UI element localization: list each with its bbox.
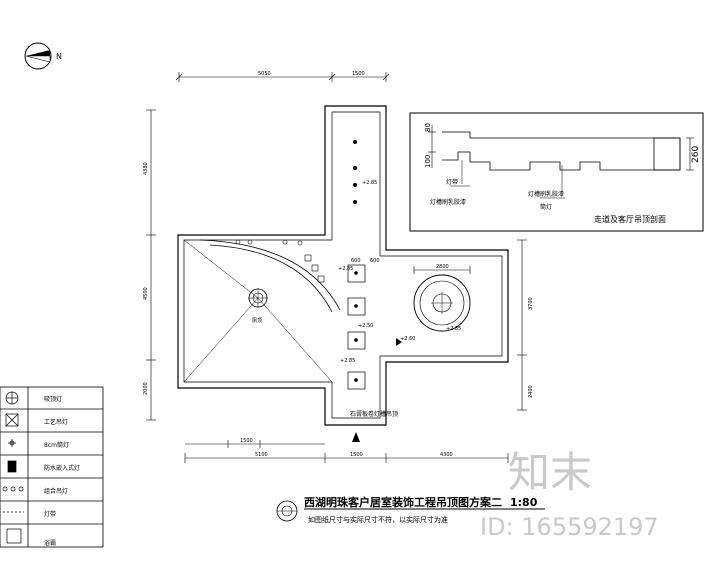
right-dimension-line (517, 239, 527, 411)
drawing-scale: 1:80 (510, 496, 538, 509)
section-profile (442, 131, 681, 171)
dim-right-upper: 3700 (528, 297, 534, 310)
drawing-title: 西湖明珠客户居室装饰工程吊顶图方案二 (304, 495, 502, 509)
top-dimension-line (175, 72, 390, 82)
downlight-icon (8, 439, 16, 447)
dim-left-bot: 2000 (143, 382, 149, 395)
level-6: +2.85 (446, 326, 461, 332)
bottom-dimension-line (184, 440, 509, 463)
level-4: +2.50 (358, 323, 373, 329)
section-dim-260: 260 (691, 146, 701, 163)
ceiling-light-icon (5, 391, 19, 405)
pendant-light-icon (5, 413, 19, 427)
legend-item-7: 浴霸 (44, 539, 56, 547)
section-label-trough-2: 灯槽刷乳胶漆 (528, 190, 564, 198)
legend-symbols (2, 391, 24, 544)
combo-light-icon (2, 486, 24, 492)
title-logo-icon (276, 500, 298, 522)
circle-width-dim (413, 266, 471, 274)
level-2: +2.85 (338, 266, 353, 272)
north-arrow-icon (24, 42, 52, 70)
dim-bottom-3: 4300 (440, 452, 453, 458)
curved-lamps (304, 254, 325, 283)
legend-item-1: 吸顶灯 (44, 395, 62, 403)
drawing-note: 如图纸尺寸与实际尺寸不符，以实际尺寸为准 (308, 515, 448, 524)
section-label-strip: 灯带 (446, 178, 458, 186)
dim-circle-w: 2800 (436, 264, 449, 270)
level-1: +2.85 (362, 180, 377, 186)
section-label-trough-1: 灯槽刷乳胶漆 (430, 198, 466, 206)
legend-item-2: 工艺吊灯 (44, 418, 68, 426)
section-title: 走道及客厅吊顶剖面 (594, 214, 666, 224)
legend-table (0, 386, 104, 548)
watermark-id: ID: 165592197 (480, 513, 659, 541)
level-5: +2.85 (340, 358, 355, 364)
dim-small-2: 600 (370, 258, 380, 264)
curved-light-trough (199, 239, 341, 313)
pendant-lamp-icon (431, 292, 453, 314)
dim-right-lower: 2400 (528, 385, 534, 398)
dim-bottom-1: 5100 (255, 452, 268, 458)
legend-item-6: 灯带 (44, 510, 56, 518)
bath-heater-icon (6, 528, 22, 544)
dim-small-1: 600 (351, 258, 361, 264)
section-dim-ticks (428, 125, 694, 171)
dim-bottom-2: 1500 (350, 452, 363, 458)
dim-top-2: 1500 (352, 71, 365, 77)
waterproof-light-centers (354, 271, 358, 382)
level-marker-icon (396, 338, 402, 346)
corridor-lights (353, 140, 357, 204)
legend-item-4: 防水嵌入式灯 (44, 464, 80, 472)
center-ceiling-light-icon (248, 288, 268, 308)
dim-left-mid: 4500 (143, 287, 149, 300)
dim-left-top: 4380 (143, 162, 149, 175)
gypsum-label: 石膏板卷灯槽吊顶 (350, 410, 398, 418)
legend-item-3: 8cm筒灯 (44, 441, 69, 449)
section-dim-100: 100 (424, 155, 432, 168)
watermark-brand: 知末 (508, 448, 592, 497)
waterproof-lights (347, 264, 366, 390)
level-8: +2.60 (400, 336, 415, 342)
bathroom-diagonals (183, 239, 333, 383)
legend-item-5: 组合吊灯 (44, 487, 68, 495)
section-detail-frame (409, 112, 704, 232)
left-dimension-line (146, 109, 156, 421)
dim-sub-bottom: 1500 (240, 438, 253, 444)
entrance-arrow-icon (352, 432, 360, 442)
north-label: N (56, 52, 62, 61)
bathroom-label: 厕顶 (252, 318, 262, 324)
section-dim-80: 80 (424, 123, 432, 132)
section-leaders (450, 160, 565, 199)
waterproof-light-icon (7, 460, 17, 473)
dim-top-1: 5050 (258, 71, 271, 77)
downlight-row (235, 239, 303, 246)
section-label-downlight: 筒灯 (540, 203, 552, 211)
